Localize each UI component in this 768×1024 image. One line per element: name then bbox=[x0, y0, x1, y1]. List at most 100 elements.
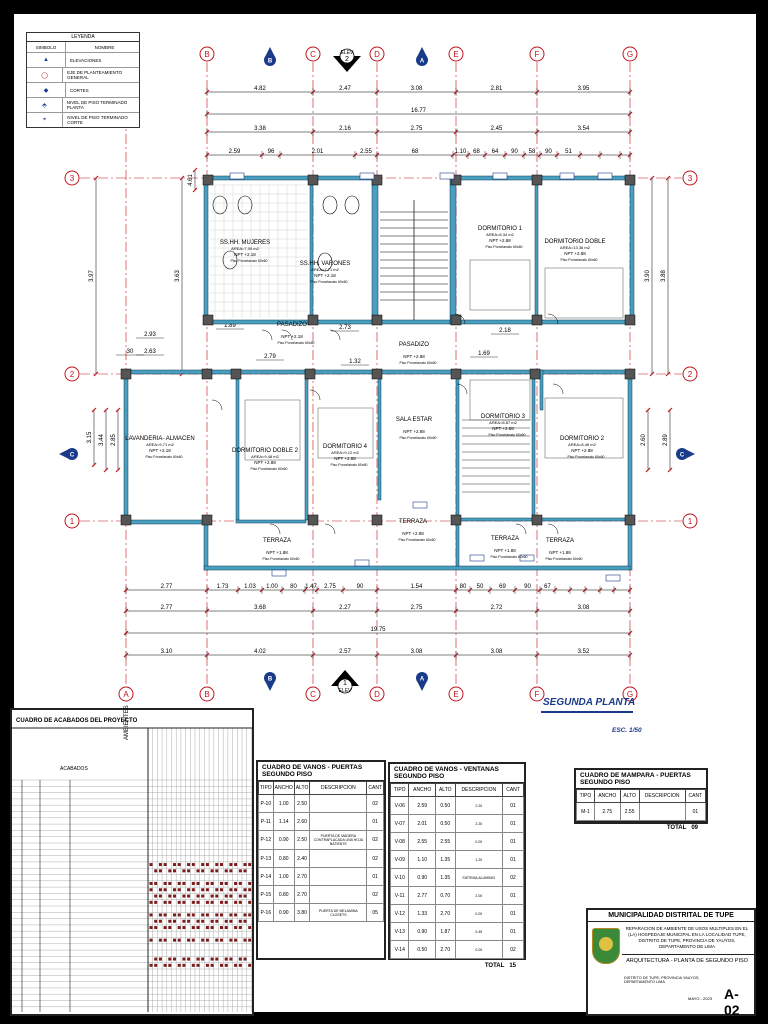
wall bbox=[203, 319, 457, 325]
room-area: AREA=7.00 m2 bbox=[231, 246, 259, 251]
finish-mark bbox=[187, 919, 191, 923]
doors-table: CUADRO DE VANOS - PUERTAS SEGUNDO PISO T… bbox=[256, 760, 386, 960]
finish-mark bbox=[177, 888, 181, 892]
section-mark: A bbox=[416, 47, 428, 66]
window-tag bbox=[492, 172, 508, 180]
doors_table-cell: 0.90 bbox=[272, 830, 295, 850]
windows_table-cell: 2.70 bbox=[434, 940, 456, 959]
wall bbox=[123, 369, 129, 521]
room-level: NPT +2.88 bbox=[564, 251, 586, 256]
finish-mark bbox=[243, 869, 247, 873]
finish-mark bbox=[201, 869, 205, 873]
column bbox=[450, 174, 462, 186]
room-area: AREA=8.87 m2 bbox=[489, 420, 517, 425]
windows_table-cell: 2.01 bbox=[408, 814, 436, 833]
room-level: NPT +2.18 bbox=[281, 334, 303, 339]
finish-mark bbox=[149, 900, 153, 904]
dim-top-3-label: 2.55 bbox=[360, 149, 372, 155]
grid-bubble: C bbox=[305, 686, 321, 702]
column bbox=[531, 174, 543, 186]
dim-bot-3-label: 3.10 bbox=[161, 649, 173, 655]
dim-top-3-label: 90 bbox=[511, 149, 518, 155]
dim-top-1-label: 2.81 bbox=[491, 86, 503, 92]
finish-mark bbox=[210, 957, 214, 961]
dim-left-e-tick bbox=[103, 467, 109, 473]
finish-mark bbox=[154, 957, 158, 961]
finish-mark bbox=[210, 894, 214, 898]
finish-mark bbox=[201, 938, 205, 942]
finish-mark bbox=[182, 900, 186, 904]
wall bbox=[629, 175, 635, 325]
doors_table-cell: 2.40 bbox=[293, 849, 311, 868]
grid-bubble: G bbox=[622, 686, 638, 702]
room-name: PASADIZO bbox=[399, 342, 429, 348]
door-swing bbox=[261, 329, 273, 341]
elevation-word: ELEV bbox=[339, 688, 352, 694]
finish-mark bbox=[163, 938, 167, 942]
dim-top-total-label: 16.77 bbox=[411, 108, 427, 114]
floor-note: Piso Porcelanato 60x60 bbox=[231, 259, 268, 263]
door-swing bbox=[329, 329, 341, 341]
door-swing bbox=[269, 523, 281, 535]
finish-mark bbox=[215, 913, 219, 917]
finishes-row-header: ACABADOS bbox=[60, 766, 88, 772]
section-cut-icon: ◆ bbox=[27, 83, 66, 97]
room-level: NPT +2.88 bbox=[489, 238, 511, 243]
finish-mark bbox=[177, 963, 181, 967]
windows_table-cell: 01 bbox=[502, 796, 524, 815]
dim-inner-label: 30 bbox=[127, 349, 134, 355]
legend-row: ⬘NIVEL DE PISO TERMINADO PLANTA bbox=[27, 98, 139, 113]
windows_table-cell: 1.87 bbox=[434, 922, 456, 941]
column bbox=[531, 514, 543, 526]
wall bbox=[377, 369, 382, 501]
finish-mark bbox=[201, 957, 205, 961]
finish-mark bbox=[210, 869, 214, 873]
dim-top-3-label: 2.59 bbox=[229, 149, 241, 155]
toilet bbox=[212, 195, 228, 215]
finish-mark bbox=[248, 926, 252, 930]
finish-mark bbox=[224, 957, 228, 961]
door-swing bbox=[547, 523, 559, 535]
column bbox=[202, 314, 214, 326]
windows_table-cell: V-08 bbox=[389, 832, 410, 851]
finish-mark bbox=[173, 913, 176, 917]
dim-right-c-label: 2.60 bbox=[641, 434, 647, 446]
room-name: TERRAZA bbox=[399, 519, 427, 525]
dim-inner-label: 1.32 bbox=[349, 359, 361, 365]
finish-mark bbox=[177, 926, 181, 930]
dim-left-f-tick bbox=[115, 467, 121, 473]
section-mark: A bbox=[416, 672, 428, 691]
door-swing bbox=[281, 329, 293, 341]
finish-mark bbox=[163, 888, 167, 892]
grid-bubble: D bbox=[369, 46, 385, 62]
floor-note: Piso Porcelanato 60x60 bbox=[561, 258, 598, 262]
window-tag bbox=[354, 559, 370, 567]
finish-mark bbox=[168, 894, 172, 898]
windows_table-cell: V-06 bbox=[389, 796, 410, 815]
windows_table-col-header: ANCHO bbox=[408, 783, 436, 797]
finish-mark bbox=[182, 894, 186, 898]
room-name: TERRAZA bbox=[491, 536, 519, 542]
doors_table-col-header: DESCRIPCION bbox=[309, 781, 368, 795]
doors_table-cell: 0.90 bbox=[272, 903, 295, 922]
grid-bubble-label: E bbox=[453, 50, 458, 59]
finish-mark bbox=[248, 881, 252, 885]
floor-note: Piso Porcelanato 60x60 bbox=[399, 538, 436, 542]
finish-mark bbox=[234, 888, 238, 892]
finish-mark bbox=[163, 963, 167, 967]
dim-top-2-label: 3.54 bbox=[578, 126, 590, 132]
dim-left-d-tick bbox=[91, 407, 97, 413]
dim-bot-1-label: 80 bbox=[460, 584, 467, 590]
grid-bubble-label: F bbox=[535, 690, 540, 699]
grid-bubble-label: C bbox=[310, 50, 316, 59]
windows_table-cell: V-09 bbox=[389, 850, 410, 869]
finish-mark bbox=[182, 869, 186, 873]
finish-mark bbox=[154, 926, 158, 930]
floor-note: Piso Porcelanato 60x60 bbox=[278, 341, 315, 345]
